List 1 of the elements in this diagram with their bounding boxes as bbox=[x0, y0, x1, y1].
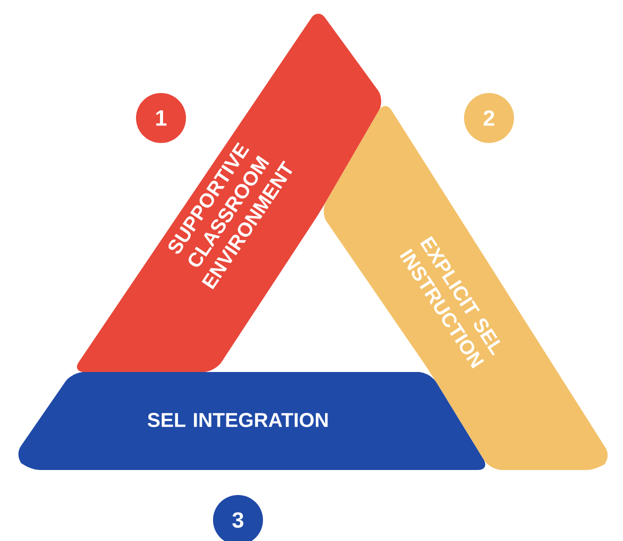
triangle-side-band: SEL INTEGRATION bbox=[18, 372, 486, 470]
